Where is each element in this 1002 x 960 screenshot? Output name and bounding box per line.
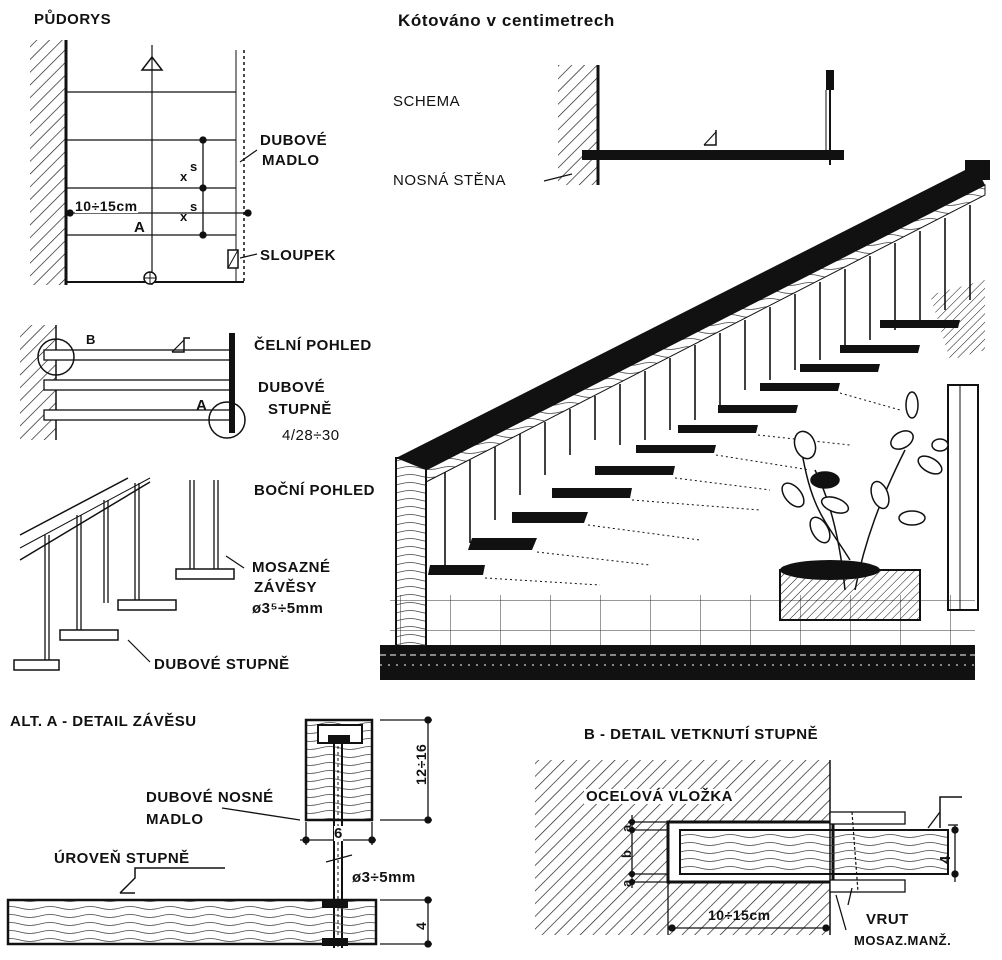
schema-bearing-wall-label: NOSNÁ STĚNA bbox=[393, 172, 507, 189]
handrail bbox=[396, 165, 985, 470]
detail-a-dim-height: 12÷16 bbox=[413, 743, 429, 785]
detail-a-drawing bbox=[6, 716, 432, 948]
schema-step-bar bbox=[582, 150, 844, 160]
plan-step-lines bbox=[66, 91, 236, 236]
plan-x-mark-1: x bbox=[180, 169, 188, 184]
detail-a-oak-rail-1: DUBOVÉ NOSNÉ bbox=[146, 789, 274, 806]
side-view bbox=[13, 477, 245, 671]
plan-oak-rail-label-2: MADLO bbox=[262, 152, 320, 169]
plan-oak-rail-label-1: DUBOVÉ bbox=[260, 132, 328, 149]
detail-a-dim-step: 4 bbox=[413, 921, 429, 930]
front-view-step-size: 4/28÷30 bbox=[282, 427, 340, 444]
side-view-brass-1: MOSAZNÉ bbox=[252, 559, 331, 576]
plant-illustration bbox=[781, 391, 949, 591]
detail-b-dim-b: b bbox=[619, 849, 634, 858]
plan-s-mark-2: s bbox=[190, 199, 198, 214]
plan-view bbox=[30, 40, 258, 285]
detail-b-marker bbox=[37, 338, 75, 376]
detail-a-oak-rail-2: MADLO bbox=[146, 811, 204, 828]
side-view-heading: BOČNÍ POHLED bbox=[254, 482, 376, 499]
schema-view bbox=[543, 65, 844, 185]
front-view-heading: ČELNÍ POHLED bbox=[254, 337, 372, 354]
step-section bbox=[6, 898, 378, 946]
front-view bbox=[20, 325, 246, 440]
header-title: Kótováno v centimetrech bbox=[398, 11, 615, 30]
plan-x-mark-2: x bbox=[180, 209, 188, 224]
detail-a-dim-width: 6 bbox=[334, 825, 343, 842]
plan-heading: PŮDORYS bbox=[34, 11, 112, 28]
upper-post bbox=[965, 160, 990, 180]
detail-b-dim-4: 4 bbox=[937, 855, 954, 864]
front-view-point-b: B bbox=[86, 332, 96, 347]
plan-post-label: SLOUPEK bbox=[260, 247, 337, 264]
side-view-brass-3: ø3⁵÷5mm bbox=[252, 600, 324, 617]
detail-b-dim-a2: a bbox=[619, 879, 634, 887]
detail-b-dim-a1: a bbox=[619, 824, 634, 832]
schema-wall-hatch bbox=[558, 65, 598, 185]
floating-treads bbox=[428, 320, 960, 575]
side-view-oak-steps: DUBOVÉ STUPNĚ bbox=[154, 656, 290, 673]
doorway-frame bbox=[947, 384, 979, 611]
detail-b-screw: VRUT bbox=[866, 911, 909, 928]
newel-post bbox=[395, 457, 427, 649]
detail-b-dim-length: 10÷15cm bbox=[708, 907, 771, 923]
detail-a-step-level: ÚROVEŇ STUPNĚ bbox=[54, 850, 190, 867]
detail-a-marker bbox=[208, 401, 246, 439]
detail-b-steel-insert: OCELOVÁ VLOŽKA bbox=[584, 788, 736, 805]
schema-heading: SCHEMA bbox=[393, 93, 461, 110]
plan-distance-label: 10÷15cm bbox=[75, 198, 138, 214]
front-view-oak-steps-1: DUBOVÉ bbox=[258, 379, 326, 396]
plan-point-a: A bbox=[134, 219, 146, 236]
detail-a-heading: ALT. A - DETAIL ZÁVĚSU bbox=[10, 713, 197, 730]
staircase-perspective bbox=[380, 160, 990, 680]
floor-base-strip bbox=[380, 645, 975, 680]
detail-a-dim-rod: ø3÷5mm bbox=[352, 869, 416, 886]
detail-b-heading: B - DETAIL VETKNUTÍ STUPNĚ bbox=[584, 726, 819, 743]
plan-wall-hatch bbox=[30, 40, 66, 285]
hanger-rods bbox=[444, 205, 971, 565]
plan-s-mark-1: s bbox=[190, 159, 198, 174]
plan-direction-arrow bbox=[140, 55, 164, 71]
oak-tread-section bbox=[679, 829, 949, 875]
detail-b-brass-sleeve: MOSAZ.MANŽ. bbox=[854, 933, 952, 948]
front-view-point-a: A bbox=[196, 397, 208, 414]
front-view-oak-steps-2: STUPNĚ bbox=[268, 401, 332, 418]
side-view-brass-2: ZÁVĚSY bbox=[254, 579, 318, 596]
